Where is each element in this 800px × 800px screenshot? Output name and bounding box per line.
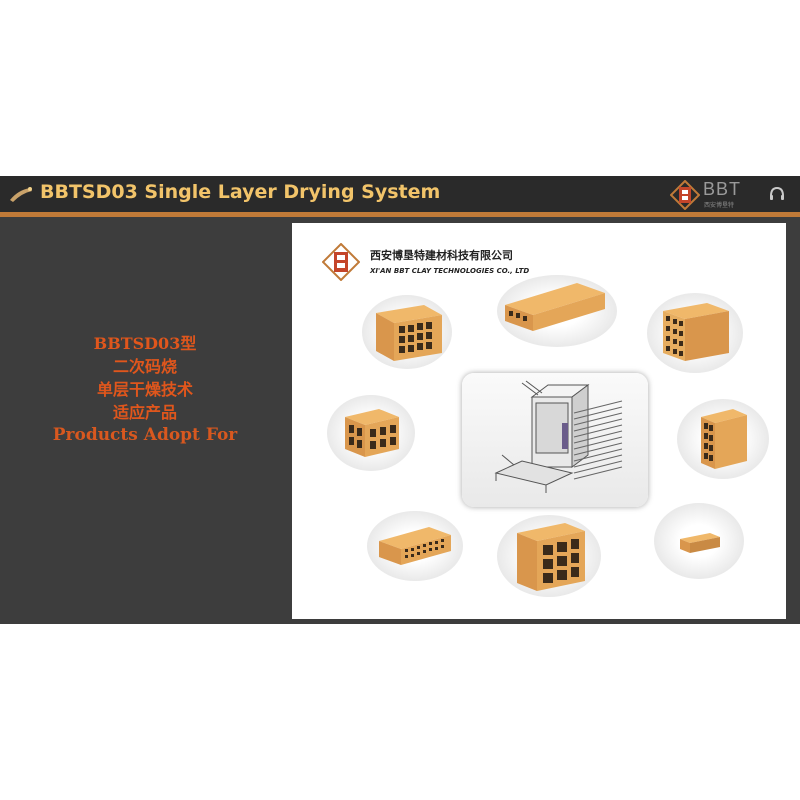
page-title: BBTSD03 Single Layer Drying System [40,181,441,203]
product-panel: 西安博垦特建材科技有限公司 XI'AN BBT CLAY TECHNOLOGIE… [292,223,786,619]
caption-line-2: 二次码烧 [112,357,177,376]
product-tall-hollow-block [677,399,769,479]
drying-system-image [462,373,648,507]
company-header: 西安博垦特建材科技有限公司 XI'AN BBT CLAY TECHNOLOGIE… [322,243,562,283]
logo-subtext: 西安博垦特 [704,202,735,209]
company-logo-icon [322,243,360,281]
product-grid-block [647,293,743,373]
caption-model: BBTSD03型 [93,334,197,353]
product-stacked-blocks [497,515,601,597]
caption-english: Products Adopt For [52,425,238,445]
caption-line-4: 适应产品 [112,403,177,422]
lamp-icon [10,187,32,202]
headset-icon [770,186,784,200]
header-accent-line [0,212,800,217]
caption-line-3: 单层干燥技术 [96,380,193,399]
bbt-logo-mark-icon [670,180,700,210]
slide: BBTSD03 Single Layer Drying System BBT 西… [0,176,800,624]
header-bar: BBTSD03 Single Layer Drying System BBT 西… [0,176,800,212]
logo-text: BBT [703,179,742,199]
product-perforated-brick [367,511,463,581]
company-name-cn: 西安博垦特建材科技有限公司 [370,249,513,262]
product-hollow-block-cells [327,395,415,471]
bbt-logo: BBT 西安博垦特 [670,179,760,211]
product-solid-brick [654,503,744,579]
product-perforated-long-brick [497,275,617,347]
company-name-en: XI'AN BBT CLAY TECHNOLOGIES CO., LTD [370,267,530,275]
product-hollow-brick [362,295,452,369]
product-caption: BBTSD03型 二次码烧 单层干燥技术 适应产品 Products Adopt… [20,332,270,447]
